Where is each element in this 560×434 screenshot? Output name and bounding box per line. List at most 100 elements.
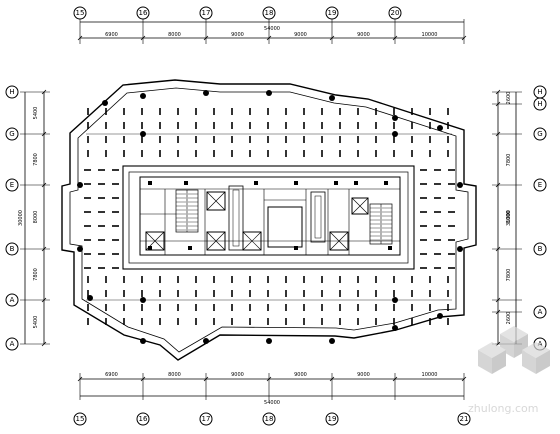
column: [392, 325, 398, 331]
dim-slash: [77, 35, 83, 41]
left-axis-bubble: H: [5, 85, 19, 99]
top-bay-dimension: 9000: [231, 32, 244, 38]
axis-label: E: [10, 181, 14, 189]
bottom-total-dimension: 54000: [264, 400, 280, 406]
top-bay-dimension: 6900: [105, 32, 118, 38]
column: [266, 90, 272, 96]
right-bay-dimension: 8000: [506, 211, 512, 224]
left-bay-dimension: 5400: [33, 107, 39, 120]
axis-label: 19: [328, 9, 337, 17]
column: [457, 182, 463, 188]
axis-label: 16: [139, 415, 148, 423]
top-total-dimension: 54000: [264, 26, 280, 32]
dim-slash: [140, 376, 146, 382]
top-bay-dimension: 8000: [168, 32, 181, 38]
column: [437, 125, 443, 131]
left-bay-dimension: 5400: [33, 316, 39, 329]
column: [77, 246, 83, 252]
axis-label: A: [538, 308, 543, 316]
top-axis-bubble: 15: [73, 6, 87, 20]
dim-slash: [495, 297, 501, 303]
right-bay-dimension: 2600: [506, 312, 512, 325]
left-axis-bubble: A: [5, 337, 19, 351]
bottom-axis-bubble: 17: [199, 412, 213, 426]
bottom-axis-bubble: 16: [136, 412, 150, 426]
dim-slash: [41, 246, 47, 252]
bottom-axis-bubble: 19: [325, 412, 339, 426]
axis-label: H: [9, 88, 14, 96]
axis-label: G: [537, 130, 542, 138]
axis-label: H: [537, 100, 542, 108]
right-axis-bubble: G: [533, 127, 547, 141]
right-bay-dimension: 2600: [506, 92, 512, 105]
axis-label: G: [9, 130, 14, 138]
axis-label: B: [538, 245, 543, 253]
bottom-axis-bubble: 15: [73, 412, 87, 426]
right-total-dimension: 31000: [506, 210, 512, 226]
dim-slash: [77, 376, 83, 382]
device: [388, 246, 392, 250]
dim-slash: [495, 246, 501, 252]
dim-slash: [41, 182, 47, 188]
column: [329, 338, 335, 344]
dim-slash: [140, 35, 146, 41]
top-axis-bubble: 19: [325, 6, 339, 20]
device: [294, 181, 298, 185]
top-axis-bubble: 16: [136, 6, 150, 20]
structural-columns: [77, 90, 463, 344]
bottom-bay-dimension: 9000: [294, 372, 307, 378]
dim-slash: [461, 35, 467, 41]
dim-slash: [266, 376, 272, 382]
bottom-axis-bubble: 21: [457, 412, 471, 426]
axis-label: 19: [328, 415, 337, 423]
axis-label: A: [10, 296, 15, 304]
device: [294, 246, 298, 250]
right-axis-bubble: B: [533, 242, 547, 256]
axis-label: 17: [202, 415, 211, 423]
left-axis-bubbles: H G E B A A: [5, 85, 19, 351]
device: [148, 181, 152, 185]
top-bay-dimension: 9000: [357, 32, 370, 38]
dim-slash: [203, 35, 209, 41]
right-bay-dimension: 7800: [506, 269, 512, 282]
column: [457, 246, 463, 252]
bottom-bay-dimension: 8000: [168, 372, 181, 378]
dim-slash: [495, 101, 501, 107]
dim-slash: [495, 131, 501, 137]
top-bay-dimension: 10000: [422, 32, 438, 38]
right-axis-bubble: H: [533, 97, 547, 111]
bottom-bay-dimension: 9000: [357, 372, 370, 378]
building-core: [122, 165, 415, 270]
column: [203, 338, 209, 344]
dim-slash: [329, 376, 335, 382]
bottom-dimension-chain: 54000 6900 8000 9000 9000 9000 10000: [77, 372, 467, 406]
dim-slash: [203, 376, 209, 382]
column: [203, 90, 209, 96]
dim-slash: [41, 341, 47, 347]
axis-label: 21: [460, 415, 469, 423]
device: [384, 181, 388, 185]
top-axis-bubble: 20: [388, 6, 402, 20]
bottom-bay-dimension: 6900: [105, 372, 118, 378]
bottom-bay-dimension: 9000: [231, 372, 244, 378]
dim-slash: [41, 131, 47, 137]
right-axis-bubble: E: [533, 178, 547, 192]
left-axis-bubble: B: [5, 242, 19, 256]
axis-label: E: [538, 181, 542, 189]
axis-label: 20: [391, 9, 400, 17]
column: [437, 313, 443, 319]
left-bay-dimension: 7800: [33, 268, 39, 281]
dim-slash: [392, 376, 398, 382]
bottom-bay-dimension: 10000: [422, 372, 438, 378]
dim-slash: [329, 35, 335, 41]
top-axis-bubble: 17: [199, 6, 213, 20]
left-bay-dimension: 7800: [33, 153, 39, 166]
dim-slash: [461, 376, 467, 382]
dim-slash: [495, 182, 501, 188]
